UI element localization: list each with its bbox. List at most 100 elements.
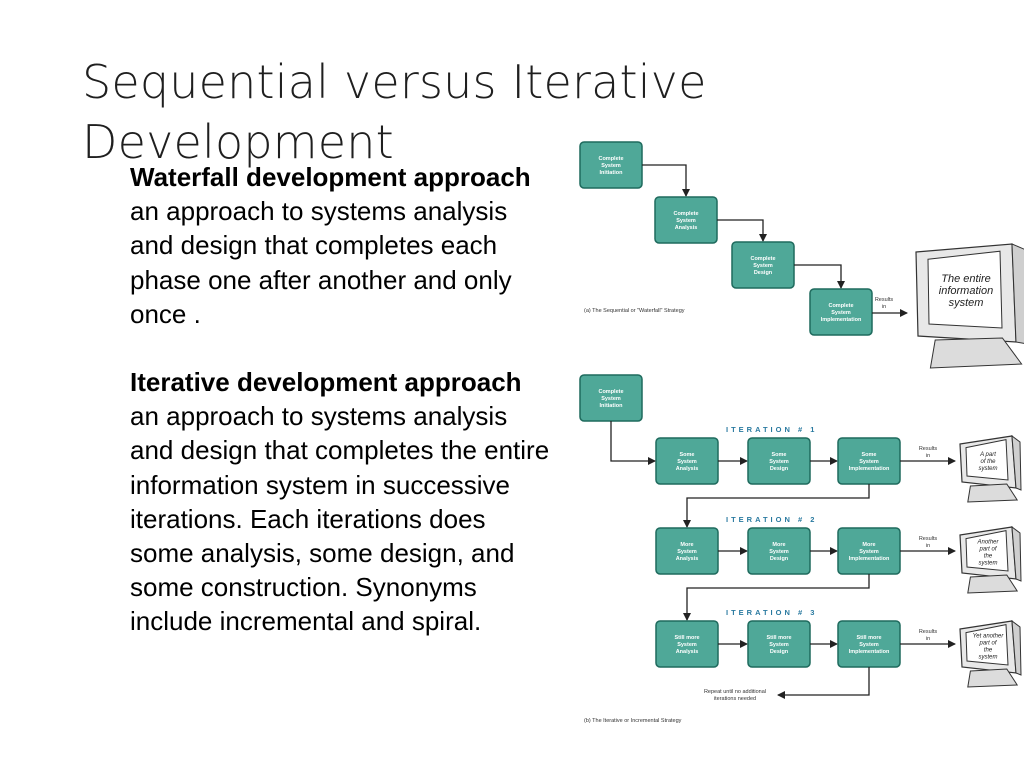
iteration-3-box-1-label: System bbox=[677, 642, 697, 648]
iteration-3-monitor-text: Yet another bbox=[973, 634, 1005, 640]
iterative-caption: (b) The Iterative or Incremental Strateg… bbox=[584, 718, 682, 724]
iterative-definition: Iterative development approach an approa… bbox=[130, 365, 555, 639]
iteration-1-monitor-text: A part bbox=[979, 452, 996, 458]
iteration-2-results-label: Results bbox=[919, 536, 938, 542]
iteration-2-box-3-label: More bbox=[862, 542, 875, 548]
iterative-initiation-box-label: Initiation bbox=[600, 403, 624, 409]
iteration-1-monitor-text: system bbox=[978, 466, 997, 472]
entire-system-monitor-text: The entire bbox=[941, 273, 991, 285]
slide-title: Sequential versus Iterative Development bbox=[82, 52, 722, 172]
iteration-1-box-3-label: System bbox=[859, 459, 879, 465]
iteration-3-box-2-label: Design bbox=[770, 649, 789, 655]
waterfall-box-3-label: Design bbox=[754, 270, 773, 276]
entire-system-monitor-text: system bbox=[949, 297, 984, 309]
iteration-2-box-1-label: More bbox=[680, 542, 693, 548]
iteration-1-box-2-label: Design bbox=[770, 466, 789, 472]
waterfall-box-4-label: Complete bbox=[828, 303, 853, 309]
repeat-arrow bbox=[777, 667, 870, 699]
waterfall-box-2-label: Analysis bbox=[675, 225, 698, 231]
iteration-2-monitor-text: the bbox=[984, 554, 993, 560]
iteration-2-loop-arrow bbox=[683, 574, 870, 621]
iteration-1-results-label: Results bbox=[919, 446, 938, 452]
iteration-3-results-label: Results bbox=[919, 629, 938, 635]
iteration-2-box-2-label: System bbox=[769, 549, 789, 555]
waterfall-box-4-label: System bbox=[831, 310, 851, 316]
iteration-3-box-2-label: System bbox=[769, 642, 789, 648]
iteration-3-box-1-label: Still more bbox=[674, 635, 699, 641]
definitions-text: Waterfall development approach an approa… bbox=[130, 160, 555, 639]
waterfall-box-1-label: System bbox=[601, 163, 621, 169]
iteration-2-box-1-label: System bbox=[677, 549, 697, 555]
iteration-3-box-3-label: System bbox=[859, 642, 879, 648]
waterfall-box-3-label: System bbox=[753, 263, 773, 269]
waterfall-box-2-label: System bbox=[676, 218, 696, 224]
iteration-1-box-3-label: Implementation bbox=[849, 466, 890, 472]
waterfall-caption: (a) The Sequential or "Waterfall" Strate… bbox=[584, 308, 685, 314]
waterfall-arrow-1 bbox=[642, 164, 690, 197]
waterfall-box-1-label: Initiation bbox=[600, 170, 624, 176]
iteration-label-2: ITERATION # 2 bbox=[726, 515, 817, 524]
waterfall-box-4-label: Implementation bbox=[821, 317, 862, 323]
iteration-3-box-3-label: Still more bbox=[856, 635, 881, 641]
iteration-2-box-1-label: Analysis bbox=[676, 556, 699, 562]
iteration-2-monitor-text: Another bbox=[976, 540, 999, 546]
iterative-description: an approach to systems analysis and desi… bbox=[130, 401, 550, 637]
waterfall-definition: Waterfall development approach an approa… bbox=[130, 160, 555, 331]
iteration-1-box-1-label: System bbox=[677, 459, 697, 465]
title-line-1: Sequential versus Iterative bbox=[82, 55, 707, 109]
waterfall-term: Waterfall development approach bbox=[130, 162, 531, 192]
repeat-note: iterations needed bbox=[714, 696, 756, 702]
iteration-3-box-2-label: Still more bbox=[766, 635, 791, 641]
iteration-label-3: ITERATION # 3 bbox=[726, 608, 817, 617]
iteration-2-box-3-label: System bbox=[859, 549, 879, 555]
waterfall-box-3-label: Complete bbox=[750, 256, 775, 262]
iteration-2-results-label: in bbox=[926, 543, 930, 549]
iterative-initiation-box-label: System bbox=[601, 396, 621, 402]
waterfall-arrow-2 bbox=[717, 219, 767, 242]
iteration-1-monitor-text: of the bbox=[980, 459, 996, 465]
repeat-note: Repeat until no additional bbox=[704, 689, 766, 695]
iteration-2-box-3-label: Implementation bbox=[849, 556, 890, 562]
iteration-2-monitor-text: system bbox=[978, 561, 997, 567]
entire-system-monitor-text: information bbox=[939, 285, 993, 297]
iteration-2-box-2-label: Design bbox=[770, 556, 789, 562]
iteration-1-results-label: in bbox=[926, 453, 930, 459]
waterfall-results-label: Results bbox=[875, 297, 894, 303]
iteration-3-monitor-text: the bbox=[984, 648, 993, 654]
iteration-1-loop-arrow bbox=[683, 484, 870, 528]
iteration-3-results-label: in bbox=[926, 636, 930, 642]
iteration-1-box-1-label: Some bbox=[680, 452, 695, 458]
waterfall-arrow-3 bbox=[794, 264, 845, 289]
iterative-initiation-box-label: Complete bbox=[598, 389, 623, 395]
waterfall-description: an approach to systems analysis and desi… bbox=[130, 196, 512, 329]
iteration-1-box-1-label: Analysis bbox=[676, 466, 699, 472]
iteration-3-monitor-text: part of bbox=[978, 641, 997, 647]
waterfall-results-label: in bbox=[882, 304, 886, 310]
title-line-2: Development bbox=[82, 115, 394, 169]
iteration-2-box-2-label: More bbox=[772, 542, 785, 548]
waterfall-box-2-label: Complete bbox=[673, 211, 698, 217]
iterative-term: Iterative development approach bbox=[130, 367, 522, 398]
iteration-2-monitor-text: part of bbox=[978, 547, 997, 553]
iteration-label-1: ITERATION # 1 bbox=[726, 425, 817, 434]
initiation-to-iteration-1-arrow bbox=[610, 421, 656, 465]
